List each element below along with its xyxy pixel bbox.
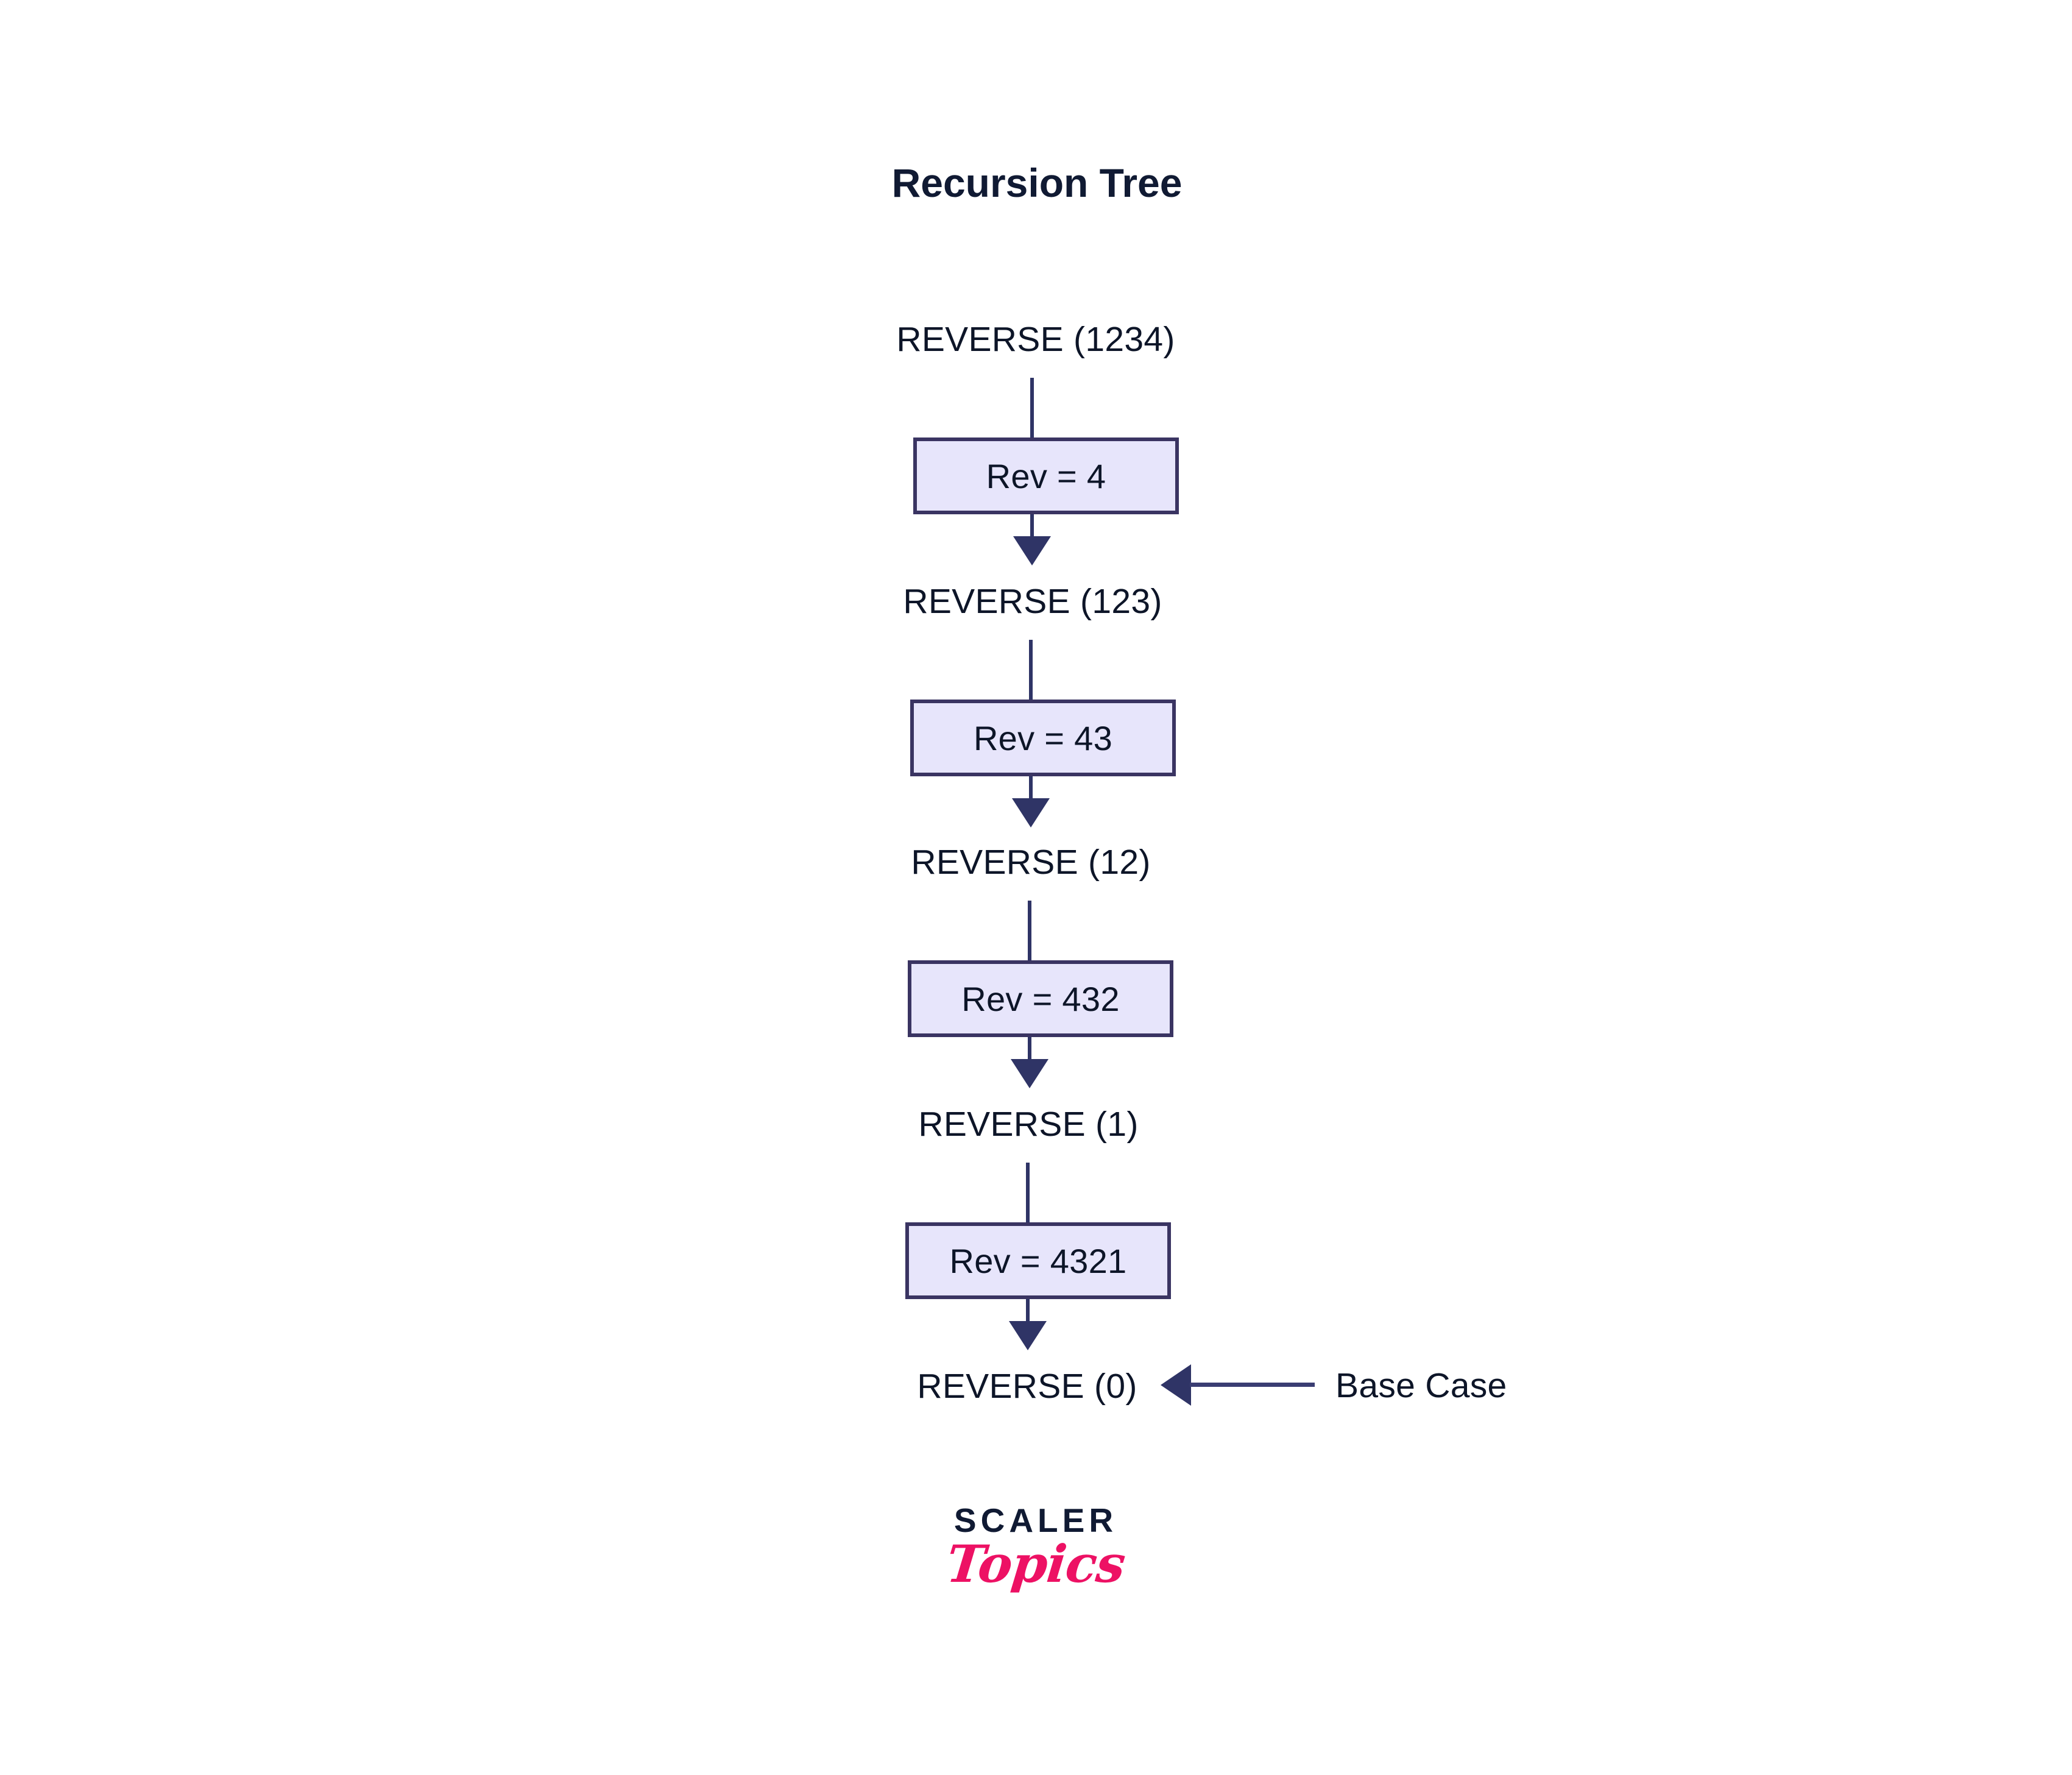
logo-scaler-text: SCALER	[953, 1501, 1118, 1539]
node-state-rev-432: Rev = 432	[908, 960, 1173, 1037]
arrow-down-icon-2	[1012, 798, 1050, 827]
logo-topics-text: Topics	[943, 1534, 1128, 1594]
node-call-reverse-1: REVERSE (1)	[918, 1105, 1139, 1144]
base-case-connector	[1190, 1383, 1315, 1387]
base-case-label: Base Case	[1335, 1366, 1507, 1405]
connector-3	[1029, 640, 1033, 701]
node-state-rev-43: Rev = 43	[910, 700, 1176, 776]
arrow-down-icon-1	[1013, 536, 1051, 565]
node-state-rev-4321-label: Rev = 4321	[949, 1241, 1127, 1280]
connector-2	[1030, 514, 1034, 554]
arrow-down-icon-3	[1011, 1059, 1048, 1088]
arrow-left-icon	[1161, 1364, 1191, 1406]
node-state-rev-4-label: Rev = 4	[986, 456, 1106, 495]
node-call-reverse-1234: REVERSE (1234)	[896, 320, 1175, 359]
page-title: Recursion Tree	[891, 160, 1183, 205]
node-state-rev-43-label: Rev = 43	[973, 718, 1113, 757]
arrow-down-icon-4	[1009, 1321, 1047, 1350]
node-call-reverse-0: REVERSE (0)	[917, 1367, 1137, 1406]
connector-1	[1030, 378, 1034, 439]
connector-5	[1028, 901, 1031, 962]
connector-8	[1026, 1299, 1030, 1339]
node-state-rev-4321: Rev = 4321	[905, 1222, 1171, 1299]
node-call-reverse-12: REVERSE (12)	[911, 843, 1151, 882]
connector-6	[1028, 1037, 1031, 1077]
connector-7	[1026, 1163, 1030, 1224]
connector-4	[1029, 776, 1033, 817]
page-title-wrap: Recursion Tree	[892, 160, 1183, 206]
node-state-rev-432-label: Rev = 432	[961, 979, 1120, 1018]
node-call-reverse-123: REVERSE (123)	[903, 582, 1162, 621]
scaler-topics-logo: SCALER Topics	[943, 1501, 1128, 1595]
node-state-rev-4: Rev = 4	[913, 438, 1179, 514]
